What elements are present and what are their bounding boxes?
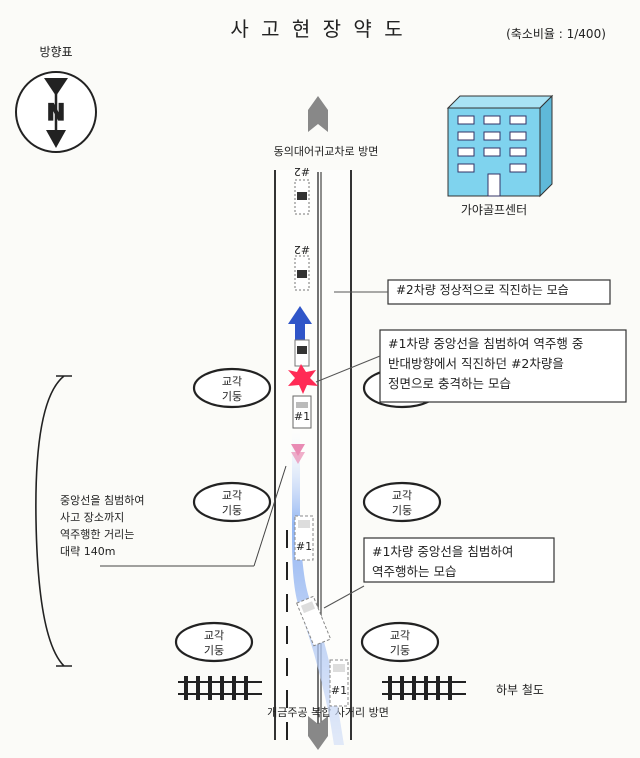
pillar-label: 기둥 <box>392 504 412 517</box>
vehicle2-direction-arrow-icon <box>288 306 312 324</box>
railway-label: 하부 철도 <box>496 683 544 697</box>
callout-text: 정면으로 충격하는 모습 <box>388 376 511 391</box>
callout-text: #1차량 중앙선을 침범하여 역주행 중 <box>388 336 583 351</box>
pillar-label: 기둥 <box>222 390 242 403</box>
impact-burst-icon <box>288 364 318 394</box>
callout-3-leader <box>323 585 365 609</box>
vehicle1-label-2: #1 <box>296 540 312 553</box>
callout-text: 반대방향에서 직진하던 #2차량을 <box>388 356 564 371</box>
callout-text: #1차량 중앙선을 침범하여 <box>372 544 513 559</box>
compass-label: 방향표 <box>39 45 72 59</box>
callout-group: #2차량 정상적으로 직진하는 모습 #1차량 중앙선을 침범하여 역주행 중반대… <box>363 279 627 583</box>
pillar-label: 기둥 <box>390 644 410 657</box>
callout-1: #2차량 정상적으로 직진하는 모습 <box>387 279 611 305</box>
callout-text: 역주행하는 모습 <box>372 564 456 579</box>
south-direction-arrow-icon <box>308 716 328 750</box>
vehicle2-label-1: #2 <box>294 165 310 178</box>
destination-top: 동의대어귀교차로 방면 <box>274 145 379 158</box>
distance-note-line: 역주행한 거리는 <box>60 528 134 541</box>
pillar-label: 교각 <box>392 489 412 502</box>
pillar-label: 교각 <box>204 629 224 642</box>
compass-north-letter: N <box>47 101 65 126</box>
scale-label: (축소비율 : 1/400) <box>506 27 606 41</box>
vehicle2-direction-shaft <box>295 322 305 344</box>
railway-left <box>178 676 262 700</box>
distance-note-line: 대략 140m <box>60 545 115 558</box>
vehicle2-position-2 <box>294 255 310 291</box>
vehicle1-label-4: #1 <box>331 684 347 697</box>
pillar-label: 교각 <box>222 375 242 388</box>
distance-note-line: 사고 장소까지 <box>60 511 124 524</box>
vehicle1-impact-position <box>292 395 312 429</box>
pink-arrow-icon <box>291 444 305 456</box>
pillar-label: 기둥 <box>204 644 224 657</box>
vehicle2-position-1 <box>294 179 310 215</box>
vehicle2-impact-position <box>294 339 310 367</box>
railway-right <box>382 676 466 700</box>
distance-leader-2 <box>253 465 287 567</box>
destination-bottom: 개금주공 복합 사거리 방면 <box>267 706 389 719</box>
vehicle2-label-2: #2 <box>294 243 310 256</box>
pink-arrow-icon-2 <box>291 452 305 464</box>
pillar-label: 교각 <box>222 489 242 502</box>
callout-text: #2차량 정상적으로 직진하는 모습 <box>396 283 569 297</box>
vehicle1-label-impact: #1 <box>294 410 310 423</box>
building-icon <box>446 94 554 198</box>
page-title: 사 고 현 장 약 도 <box>230 17 405 41</box>
pillar-label: 기둥 <box>222 504 242 517</box>
road <box>275 170 351 740</box>
distance-note-line: 중앙선을 침범하여 <box>60 493 144 507</box>
compass-icon <box>15 71 97 153</box>
building-label: 가야골프센터 <box>461 203 527 217</box>
vehicle1-position-4 <box>329 659 349 707</box>
pillar-label: 교각 <box>390 629 410 642</box>
north-direction-arrow-icon <box>308 96 328 132</box>
callout-2-leader <box>315 355 381 383</box>
distance-brace <box>35 375 72 667</box>
vehicle1-position-3 <box>296 595 332 647</box>
vehicle1-position-2 <box>294 515 314 561</box>
